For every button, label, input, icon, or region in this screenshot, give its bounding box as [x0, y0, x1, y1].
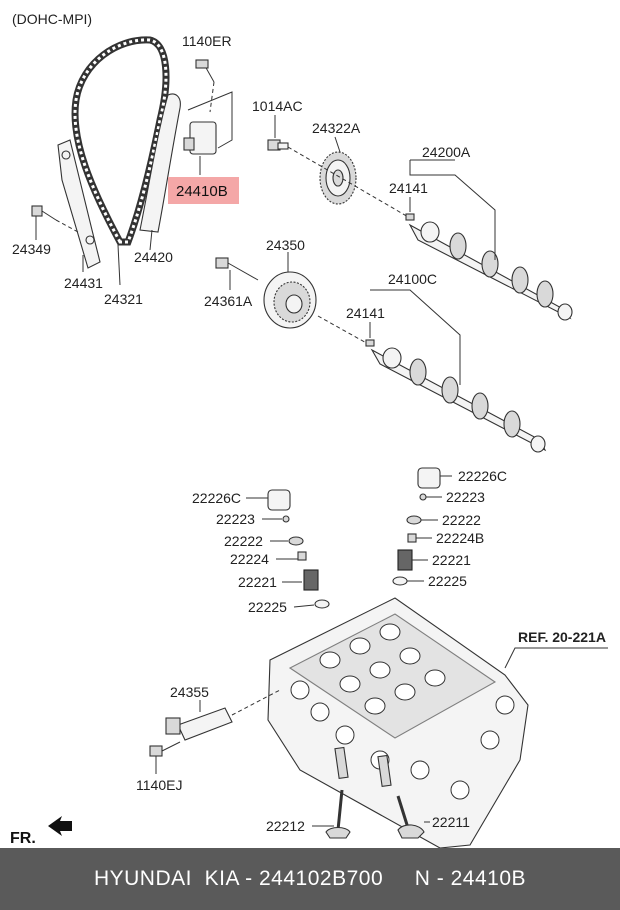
top-bolt — [195, 59, 215, 113]
intake-valve — [312, 746, 351, 839]
ocv-valve — [165, 689, 281, 741]
guide-bolt — [31, 205, 79, 233]
chain-guide — [57, 139, 101, 269]
cam-bolt — [267, 115, 289, 151]
front-arrow-icon — [48, 816, 72, 836]
label-22224b-right: 22224B — [436, 530, 484, 546]
label-24355: 24355 — [170, 684, 209, 700]
label-22226c-right: 22226C — [458, 468, 507, 484]
valve-components-right — [392, 467, 452, 586]
cylinder-head — [267, 597, 529, 848]
label-22221-right: 22221 — [432, 552, 471, 568]
label-22211: 22211 — [432, 814, 470, 830]
footer-banner: HYUNDAI KIA - 244102B700 N - 24410B — [0, 848, 620, 910]
label-22223-left: 22223 — [216, 511, 255, 527]
label-24431: 24431 — [64, 275, 103, 291]
label-24141-lower: 24141 — [346, 305, 385, 321]
chain-tensioner — [183, 121, 217, 155]
variant-label: (DOHC-MPI) — [12, 11, 92, 27]
label-24321: 24321 — [104, 291, 143, 307]
label-22224-left: 22224 — [230, 551, 269, 567]
exhaust-camshaft — [408, 221, 573, 321]
label-24141-upper: 24141 — [389, 180, 428, 196]
label-22222-right: 22222 — [442, 512, 481, 528]
ocv-bolt — [149, 741, 181, 774]
timing-chain — [71, 36, 170, 246]
label-24410b: 24410B — [176, 183, 228, 200]
label-24349: 24349 — [12, 241, 51, 257]
label-24420: 24420 — [134, 249, 173, 265]
cvvt-bolt — [215, 257, 259, 290]
label-24350: 24350 — [266, 237, 305, 253]
label-22212: 22212 — [266, 818, 305, 834]
label-24361a: 24361A — [204, 293, 253, 309]
parts-diagram: (DOHC-MPI) — [10, 11, 608, 848]
valve-components-left — [246, 489, 330, 609]
intake-camshaft — [370, 347, 547, 453]
exhaust-valve — [377, 754, 430, 839]
highlight-box — [168, 177, 239, 204]
label-24200a: 24200A — [422, 144, 471, 160]
label-22225-right: 22225 — [428, 573, 467, 589]
label-1140er: 1140ER — [182, 33, 232, 49]
tensioner-arm — [139, 93, 181, 233]
label-1140ej: 1140EJ — [136, 777, 182, 793]
cvvt-unit — [263, 252, 317, 329]
label-1014ac: 1014AC — [252, 98, 303, 114]
label-24100c: 24100C — [388, 271, 437, 287]
front-label: FR. — [10, 830, 36, 847]
label-24322a: 24322A — [312, 120, 361, 136]
label-22223-right: 22223 — [446, 489, 485, 505]
label-22225-left: 22225 — [248, 599, 287, 615]
sprocket — [319, 136, 357, 205]
label-22221-left: 22221 — [238, 574, 277, 590]
label-22222-left: 22222 — [224, 533, 263, 549]
footer-text: HYUNDAI KIA - 244102B700 N - 24410B — [93, 867, 527, 890]
label-22226c-left: 22226C — [192, 490, 241, 506]
label-ref-20-221a: REF. 20-221A — [518, 629, 606, 645]
